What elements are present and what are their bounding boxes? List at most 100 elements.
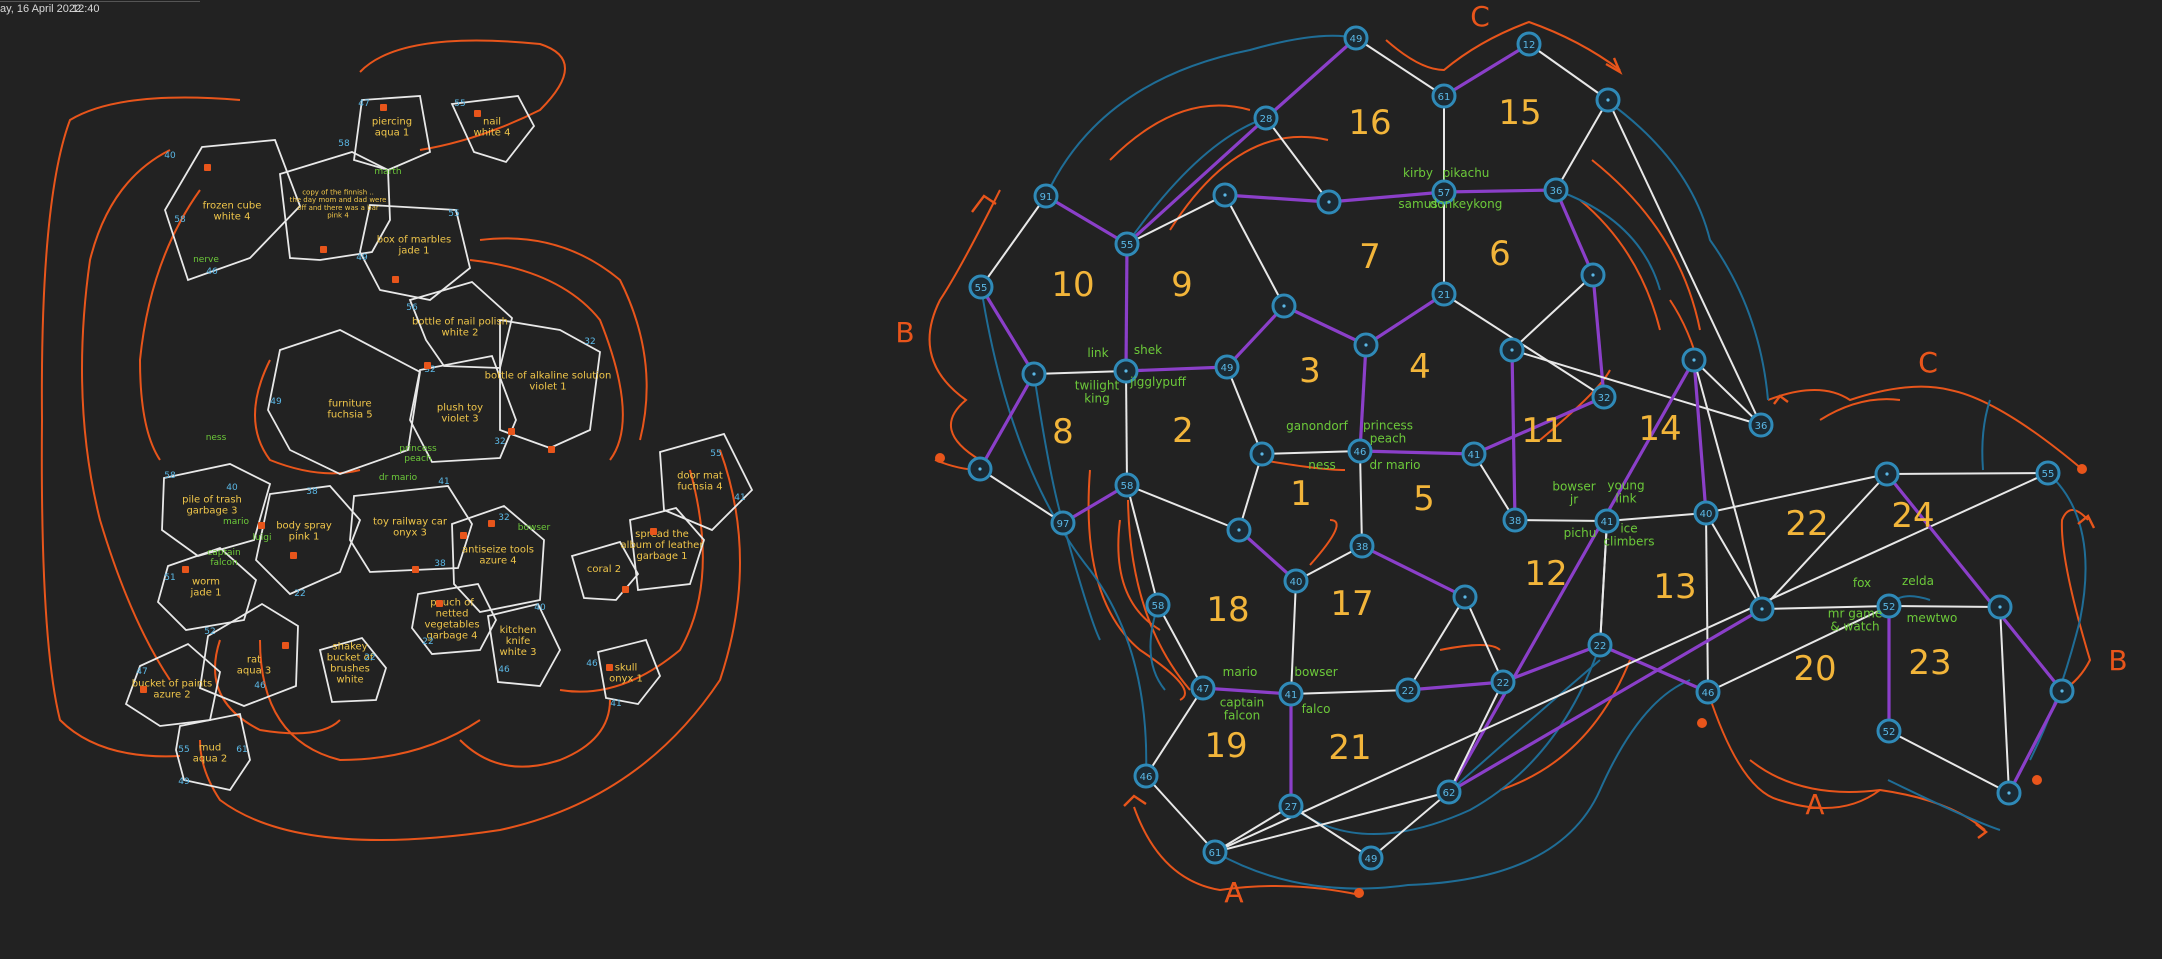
room-outline	[411, 583, 498, 655]
room-label: copy of the finnish ..the day mom and da…	[290, 188, 387, 219]
map-vertex-label: 22	[294, 589, 305, 599]
character-label: pichu	[1564, 526, 1597, 540]
date-label: ay, 16 April 2022	[0, 3, 82, 15]
purple-edge	[1692, 359, 1708, 514]
lock-icon	[606, 664, 613, 671]
orange-curve	[259, 639, 481, 762]
room-outline	[451, 504, 545, 613]
blue-curve	[1981, 399, 1991, 471]
edge-letter: C	[1918, 346, 1938, 379]
room-outline	[409, 354, 517, 463]
region-number: 23	[1908, 643, 1951, 683]
lock-icon	[282, 642, 289, 649]
graph-vertex	[1748, 412, 1774, 438]
graph-vertex	[1190, 675, 1216, 701]
vertex-label: 61	[1209, 848, 1222, 859]
orange-curve	[138, 189, 201, 461]
vertex-label: 36	[1550, 186, 1563, 197]
lock-icon	[424, 362, 431, 369]
lock-icon	[474, 110, 481, 117]
vertex-dot	[1124, 369, 1128, 373]
orange-curve	[1261, 459, 1346, 471]
lock-icon	[548, 446, 555, 453]
region-number: 18	[1206, 590, 1249, 630]
orange-curve	[1109, 104, 1251, 161]
lock-icon	[412, 566, 419, 573]
vertex-label: 38	[1356, 542, 1369, 553]
lock-icon	[258, 522, 265, 529]
purple-edge	[1554, 189, 1595, 276]
marker-dot	[1354, 888, 1364, 898]
purple-edge	[1510, 349, 1517, 521]
map-vertex-label: 47	[136, 667, 147, 677]
purple-edge	[1443, 42, 1530, 98]
lock-icon	[488, 520, 495, 527]
graph-edge	[1511, 274, 1594, 351]
time-label: 12:40	[72, 3, 100, 15]
vertex-label: 91	[1040, 192, 1053, 203]
character-label: kirby	[1403, 166, 1433, 180]
graph-vertex	[1145, 592, 1171, 618]
graph-edge	[1157, 604, 1204, 689]
graph-vertex	[1431, 83, 1457, 109]
graph-vertex	[1461, 441, 1487, 467]
orange-curve	[1127, 499, 1191, 691]
orange-curve	[1439, 644, 1501, 651]
arrow-icon	[1123, 794, 1147, 807]
vertex-label: 40	[1290, 577, 1303, 588]
arrow-icon	[1975, 823, 1988, 839]
graph-vertex	[1431, 281, 1457, 307]
purple-edge	[1045, 194, 1128, 246]
blue-curve	[1605, 99, 1769, 401]
graph-vertex	[1693, 500, 1719, 526]
orange-curve	[1579, 199, 1661, 331]
graph-edge	[1693, 359, 1762, 426]
map-vertex-label: 58	[338, 139, 350, 149]
vertex-label: 52	[1883, 602, 1896, 613]
room-outline	[349, 485, 473, 573]
map-character-label: bowser	[518, 523, 551, 533]
purple-edge	[1448, 607, 1763, 794]
graph-vertex	[1431, 179, 1457, 205]
graph-edge	[1888, 605, 2001, 608]
graph-edge	[1448, 681, 1504, 793]
graph-edge	[1705, 512, 1709, 693]
vertex-label: 62	[1443, 788, 1456, 799]
vertex-label: 36	[1755, 421, 1768, 432]
vertex-dot	[1260, 452, 1264, 456]
graph-vertex	[1343, 25, 1369, 51]
map-character-label: marth	[374, 167, 401, 177]
map-vertex-label: 32	[584, 337, 595, 347]
map-vertex-label: 32	[424, 365, 435, 375]
graph-vertex	[1502, 507, 1528, 533]
vertex-label: 97	[1057, 519, 1070, 530]
map-vertex-label: 46	[254, 681, 266, 691]
vertex-dot	[978, 467, 982, 471]
orange-curve	[479, 237, 648, 441]
graph-edge	[1606, 512, 1707, 522]
room-outline	[156, 546, 258, 631]
graph-edge	[1464, 596, 1504, 683]
orange-curve	[1117, 519, 1161, 631]
vertex-label: 49	[1365, 854, 1378, 865]
map-vertex-label: 32	[498, 513, 509, 523]
map-vertex-label: 55	[710, 449, 721, 459]
vertex-label: 49	[1221, 363, 1234, 374]
vertex-label: 49	[1350, 34, 1363, 45]
marker-dot	[935, 453, 945, 463]
graph-vertex	[1278, 793, 1304, 819]
graph-vertex	[1594, 508, 1620, 534]
graph-edge	[1607, 99, 1762, 426]
vertex-label: 46	[1140, 772, 1153, 783]
purple-edge	[1365, 292, 1445, 347]
region-number: 5	[1413, 479, 1435, 519]
room-outline	[359, 204, 472, 301]
orange-curve	[2060, 509, 2092, 692]
lock-icon	[392, 276, 399, 283]
